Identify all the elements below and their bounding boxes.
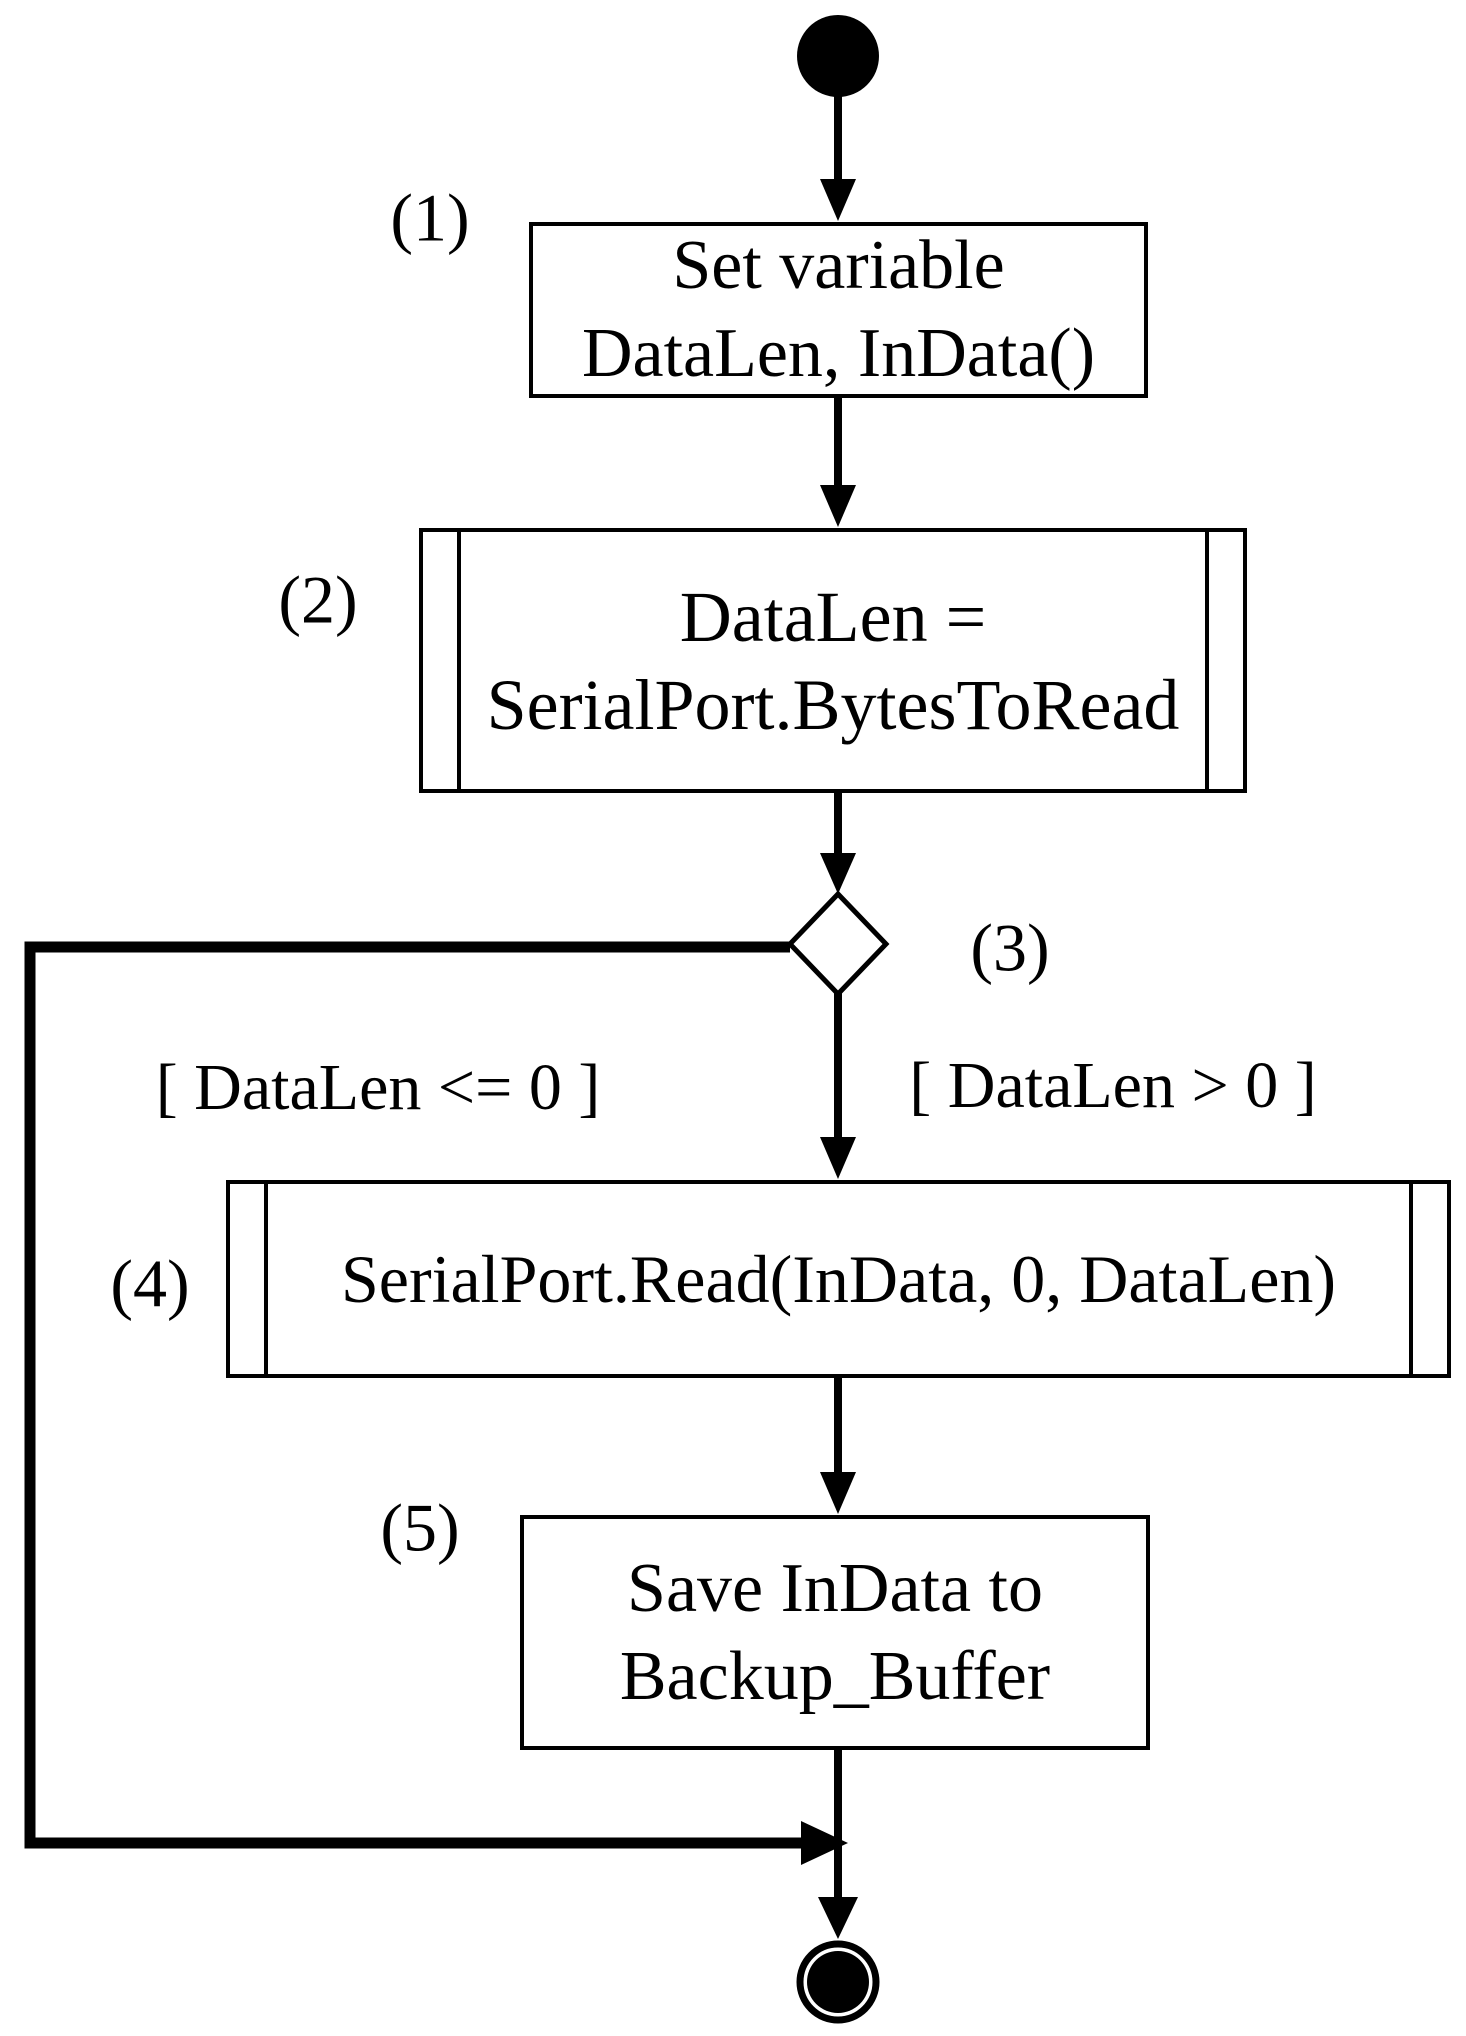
action-box-set-variable-line1: Set variable: [672, 227, 1005, 304]
call-activity-rail-right: [1409, 1184, 1413, 1374]
call-activity-bytes-line1: DataLen =: [679, 576, 987, 657]
call-activity-bytes-line2: SerialPort.BytesToRead: [486, 664, 1180, 745]
decision-diamond-icon: [786, 890, 890, 998]
guard-label-datalen-gt-0: [ DataLen > 0 ]: [909, 1049, 1317, 1122]
step-label-2: (2): [278, 561, 358, 638]
arrowhead-into-box2: [820, 485, 856, 527]
action-box-save-line1: Save InData to: [627, 1549, 1043, 1627]
step-label-1: (1): [390, 179, 470, 256]
guard-label-datalen-le-0: [ DataLen <= 0 ]: [155, 1051, 601, 1124]
step-label-5: (5): [380, 1489, 460, 1566]
call-activity-rail-left: [457, 532, 461, 789]
arrowhead-into-decision: [820, 853, 856, 894]
arrowhead-into-box5: [820, 1472, 856, 1514]
call-activity-rail-right: [1205, 532, 1209, 789]
initial-node-icon: [797, 15, 879, 97]
arrowhead-into-box1: [820, 179, 856, 221]
step-label-3: (3): [970, 909, 1050, 986]
call-activity-rail-left: [264, 1184, 268, 1374]
call-activity-box-serial-read: SerialPort.Read(InData, 0, DataLen): [226, 1180, 1451, 1378]
call-activity-box-bytes-to-read: DataLen = SerialPort.BytesToRead: [419, 528, 1247, 793]
step-label-4: (4): [110, 1245, 190, 1322]
arrowhead-into-final: [818, 1897, 858, 1939]
action-box-save-line2: Backup_Buffer: [619, 1637, 1051, 1715]
loop-edge-datalen-le-0: [24, 941, 801, 1849]
action-box-set-variable: Set variable DataLen, InData(): [529, 222, 1148, 398]
action-box-set-variable-line2: DataLen, InData(): [581, 315, 1096, 392]
final-node-inner-dot: [807, 1951, 869, 2013]
call-activity-read-line1: SerialPort.Read(InData, 0, DataLen): [340, 1241, 1337, 1317]
action-box-save-indata: Save InData to Backup_Buffer: [520, 1515, 1150, 1750]
arrowhead-into-box4: [820, 1137, 856, 1179]
arrowhead-loop-merge: [801, 1821, 848, 1865]
